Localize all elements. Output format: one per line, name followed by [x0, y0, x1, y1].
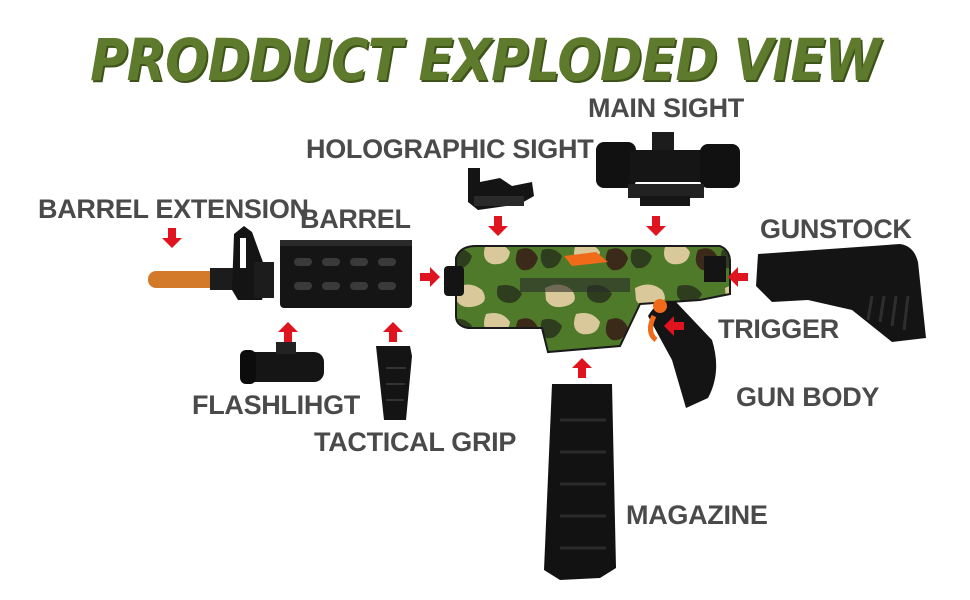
label-trigger: TRIGGER	[718, 314, 839, 344]
page-title: PRODDUCT EXPLODED VIEW	[90, 26, 881, 94]
arrow-magazine	[572, 358, 592, 378]
arrow-barrel-extension	[162, 228, 182, 248]
label-gunstock: GUNSTOCK	[760, 214, 912, 244]
arrow-flashlight	[278, 322, 298, 342]
label-main-sight: MAIN SIGHT	[588, 93, 744, 123]
label-flashlight: FLASHLIHGT	[192, 390, 360, 420]
label-barrel: BARREL	[300, 204, 411, 234]
arrow-main-sight	[646, 216, 666, 236]
arrow-gunstock	[728, 267, 748, 287]
arrow-trigger	[664, 316, 684, 336]
arrow-barrel	[420, 267, 440, 287]
tactical-grip-part	[376, 346, 412, 420]
gunstock-part	[756, 244, 926, 342]
main-sight-part	[596, 132, 740, 206]
barrel-extension-part	[148, 226, 274, 300]
arrow-tactical-grip	[383, 322, 403, 342]
label-barrel-extension: BARREL EXTENSION	[38, 194, 309, 224]
label-holographic-sight: HOLOGRAPHIC SIGHT	[306, 134, 594, 164]
gun-body-part	[444, 245, 731, 408]
flashlight-part	[240, 342, 324, 384]
label-magazine: MAGAZINE	[626, 500, 768, 530]
label-tactical-grip: TACTICAL GRIP	[314, 427, 517, 457]
holographic-sight-part	[468, 168, 534, 210]
barrel-part	[280, 240, 412, 308]
label-gun-body: GUN BODY	[736, 382, 880, 412]
magazine-part	[544, 384, 616, 580]
arrow-holographic-sight	[488, 216, 508, 236]
